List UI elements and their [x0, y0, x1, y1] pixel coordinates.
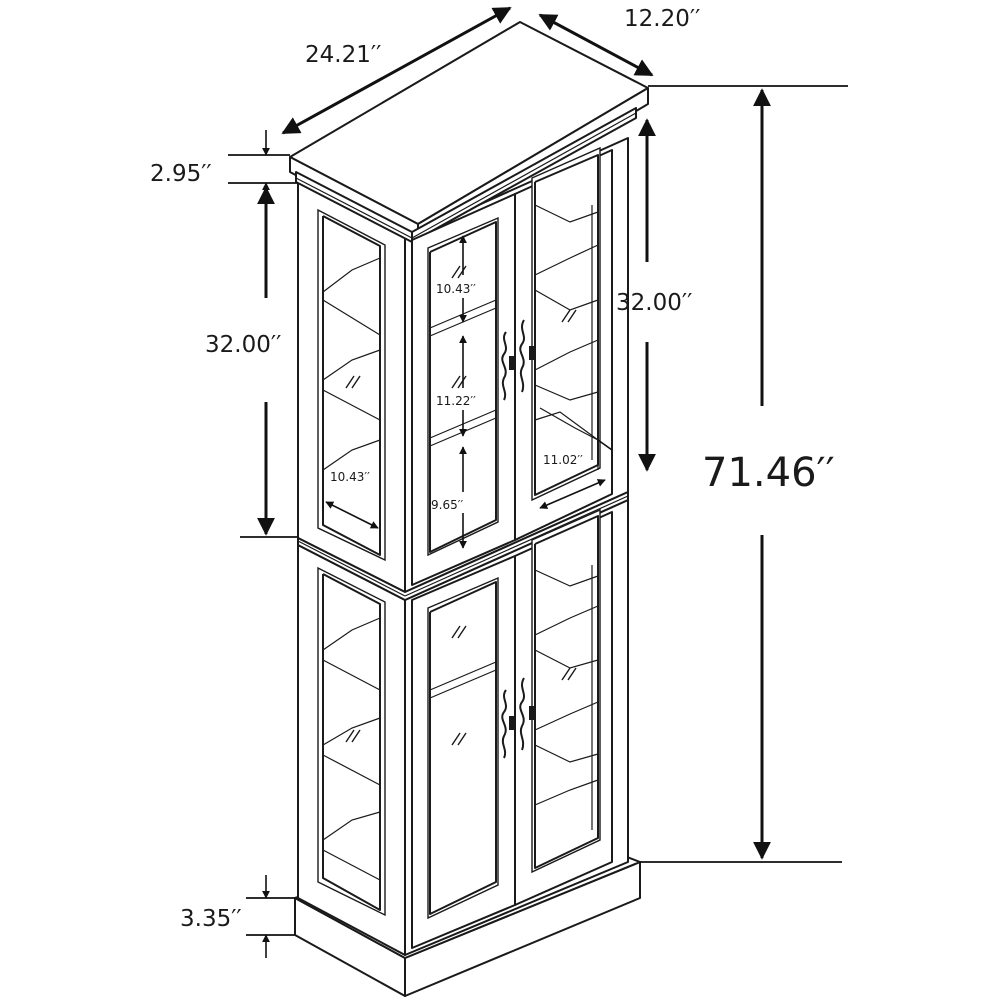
dimension-width: 24.21′′: [281, 6, 512, 135]
crown-height-label: 2.95′′: [150, 161, 212, 187]
dimension-upper-right: 32.00′′: [616, 118, 692, 472]
upper-height-right-label: 32.00′′: [616, 290, 692, 316]
lower-door-handles: [501, 677, 536, 759]
shelf-top-gap-label: 10.43′′: [436, 282, 476, 296]
dimension-shelf-depths: 10.43′′ 11.02′′: [325, 439, 613, 529]
shelf-depth-right-label: 11.02′′: [543, 453, 583, 467]
shelf-bottom-gap-label: 9.65′′: [431, 498, 463, 512]
dimension-total: 71.46′′: [640, 85, 848, 863]
total-height-label: 71.46′′: [702, 450, 835, 496]
lower-right-door-glass: [531, 508, 601, 874]
mid-molding: [297, 491, 629, 601]
base-height-label: 3.35′′: [180, 906, 242, 932]
dimension-shelf-gaps: 10.43′′ 11.22′′ 9.65′′: [431, 235, 476, 549]
width-label: 24.21′′: [305, 42, 381, 68]
dimension-depth: 12.20′′: [538, 6, 700, 77]
upper-right-door-glass: [531, 146, 601, 502]
upper-height-left-label: 32.00′′: [205, 332, 281, 358]
dimension-base: 3.35′′: [180, 875, 295, 958]
upper-door-handles: [501, 319, 536, 401]
dimension-upper-left: 32.00′′: [205, 186, 298, 538]
glass-reflection-marks: [345, 265, 577, 746]
depth-label: 12.20′′: [624, 6, 700, 32]
shelf-depth-left-label: 10.43′′: [330, 470, 370, 484]
lower-left-door-glass: [427, 576, 499, 920]
dimension-crown: 2.95′′: [150, 130, 298, 205]
upper-side-glass: [317, 208, 386, 562]
cabinet-body: [289, 21, 649, 997]
shelf-mid-gap-label: 11.22′′: [436, 394, 476, 408]
